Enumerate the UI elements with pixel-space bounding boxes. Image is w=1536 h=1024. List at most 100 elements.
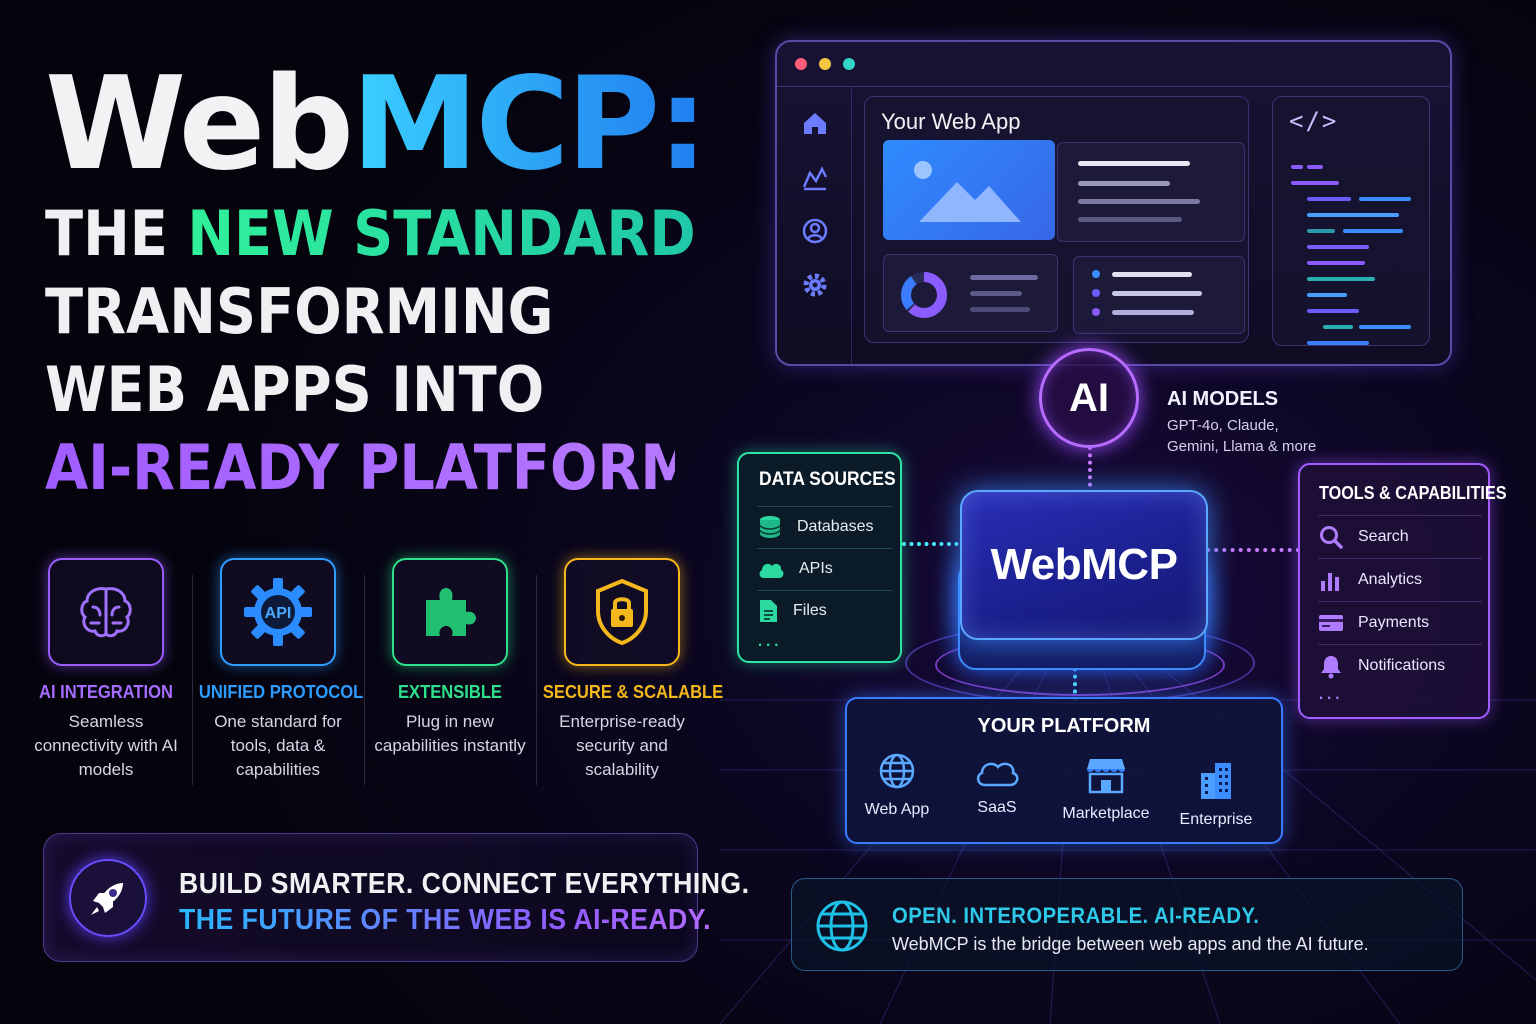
app-title: Your Web App: [881, 109, 1021, 134]
tool-label: Notifications: [1358, 657, 1446, 674]
headline-line-2: TRANSFORMING: [45, 275, 554, 348]
tool-label: Analytics: [1358, 571, 1423, 588]
platform-item[interactable]: Marketplace: [1056, 755, 1156, 823]
tool-item[interactable]: Search: [1318, 515, 1482, 558]
ai-node-label: AI: [1069, 375, 1109, 420]
globe-icon: [816, 900, 868, 952]
data-source-item[interactable]: Files: [757, 590, 892, 630]
puzzle-icon: [392, 558, 508, 666]
feature-secure-scalable: SECURE & SCALABLE Enterprise-ready secur…: [536, 555, 724, 785]
feature-list: AI INTEGRATION Seamless connectivity wit…: [20, 555, 724, 785]
tool-item[interactable]: Analytics: [1318, 558, 1482, 601]
web-app-panel: Your Web App: [864, 96, 1249, 343]
building-icon: [1201, 763, 1231, 799]
minimize-dot[interactable]: [819, 58, 831, 70]
feature-title: UNIFIED PROTOCOL: [198, 682, 364, 702]
rocket-icon: [69, 859, 147, 937]
platform-item[interactable]: SaaS: [947, 755, 1047, 817]
tools-panel: TOOLS & CAPABILITIES Search Analytics Pa…: [1298, 463, 1507, 719]
platform-item[interactable]: Enterprise: [1166, 761, 1266, 829]
tool-label: Payments: [1358, 614, 1430, 631]
data-source-label: Files: [793, 601, 827, 619]
platform-item[interactable]: Web App: [847, 751, 947, 819]
headline: WebMCP: THE NEW STANDARD TRANSFORMING WE…: [45, 55, 745, 507]
bar-chart-icon: [1321, 573, 1339, 591]
list-card: [1073, 256, 1245, 334]
tools-connector: [1206, 548, 1300, 552]
tool-item[interactable]: Notifications: [1318, 644, 1482, 687]
data-source-item[interactable]: Databases: [757, 506, 892, 546]
headline-line-3: WEB APPS INTO: [45, 353, 545, 426]
tagline-banner: BUILD SMARTER. CONNECT EVERYTHING. THE F…: [43, 833, 749, 962]
window-controls: [795, 58, 855, 70]
feature-title: EXTENSIBLE: [398, 682, 502, 702]
data-sources-panel: DATA SOURCES Databases APIs Files ...: [737, 452, 902, 663]
divider: [777, 86, 1450, 87]
text-card: [1057, 142, 1245, 242]
settings-icon[interactable]: [801, 271, 829, 299]
tool-label: Search: [1358, 528, 1409, 545]
title-web: Web: [45, 50, 354, 199]
ai-models-desc: GPT-4o, Claude, Gemini, Llama & more: [1167, 417, 1317, 455]
webmcp-core: WebMCP: [960, 490, 1208, 640]
feature-title: AI INTEGRATION: [38, 682, 174, 702]
data-sources-connector: [902, 542, 966, 546]
cloud-icon: [759, 563, 784, 578]
tools-title: TOOLS & CAPABILITIES: [1319, 483, 1507, 503]
page-title: WebMCP:: [45, 55, 745, 195]
browser-window: Your Web App: [775, 40, 1452, 366]
feature-desc: Seamless connectivity with AI models: [34, 712, 178, 779]
file-icon: [760, 599, 777, 622]
platform-title: YOUR PLATFORM: [977, 715, 1151, 737]
data-source-item[interactable]: APIs: [757, 548, 892, 588]
headline-line-1-lead: THE: [45, 197, 188, 270]
ai-node: AI: [1039, 348, 1139, 448]
browser-sidebar: [777, 87, 852, 364]
user-icon[interactable]: [801, 217, 829, 245]
close-dot[interactable]: [795, 58, 807, 70]
feature-desc: One standard for tools, data & capabilit…: [214, 712, 342, 779]
search-icon: [1320, 526, 1343, 549]
tagline-line-2: THE FUTURE OF THE WEB IS AI-READY.: [179, 904, 711, 936]
feature-title: SECURE & SCALABLE: [542, 682, 724, 702]
tagline-line-1: BUILD SMARTER. CONNECT EVERYTHING.: [179, 868, 750, 900]
data-sources-title: DATA SOURCES: [759, 469, 896, 490]
feature-ai-integration: AI INTEGRATION Seamless connectivity wit…: [20, 555, 192, 785]
headline-line-1: THE NEW STANDARD: [45, 195, 696, 273]
platform-label: SaaS: [977, 799, 1017, 816]
data-source-label: APIs: [799, 559, 833, 577]
globe-icon: [879, 753, 915, 789]
data-source-label: Databases: [797, 517, 874, 535]
api-gear-icon: API: [220, 558, 336, 666]
platform-panel: YOUR PLATFORM Web App SaaS Marketplace E…: [845, 697, 1283, 844]
feature-desc: Enterprise-ready security and scalabilit…: [559, 712, 685, 779]
credit-card-icon: [1319, 615, 1343, 631]
image-placeholder: [883, 140, 1055, 240]
more-indicator: ...: [1318, 679, 1343, 704]
brain-icon: [48, 558, 164, 666]
title-mcp: MCP:: [351, 50, 708, 199]
platform-label: Enterprise: [1179, 811, 1253, 828]
bell-icon: [1321, 656, 1341, 679]
shield-lock-icon: [564, 558, 680, 666]
platform-label: Web App: [864, 801, 930, 818]
store-icon: [1087, 759, 1125, 794]
maximize-dot[interactable]: [843, 58, 855, 70]
platform-label: Marketplace: [1062, 805, 1150, 822]
interop-desc: WebMCP is the bridge between web apps an…: [892, 934, 1369, 954]
database-icon: [759, 515, 781, 538]
donut-chart-icon: [901, 272, 947, 318]
tool-item[interactable]: Payments: [1318, 601, 1482, 644]
more-indicator: ...: [757, 626, 782, 651]
webmcp-core-label: WebMCP: [990, 540, 1178, 589]
analytics-icon[interactable]: [801, 163, 829, 191]
feature-extensible: EXTENSIBLE Plug in new capabilities inst…: [364, 555, 536, 785]
feature-desc: Plug in new capabilities instantly: [374, 712, 526, 755]
headline-line-4: AI-READY PLATFORMS: [45, 429, 736, 507]
home-icon[interactable]: [801, 109, 829, 137]
interop-banner: OPEN. INTEROPERABLE. AI-READY. WebMCP is…: [791, 878, 1463, 971]
image-icon: [914, 161, 1021, 222]
ai-models-title: AI MODELS: [1167, 388, 1279, 410]
code-panel: </>: [1272, 96, 1430, 346]
donut-chart-card: [883, 254, 1058, 332]
